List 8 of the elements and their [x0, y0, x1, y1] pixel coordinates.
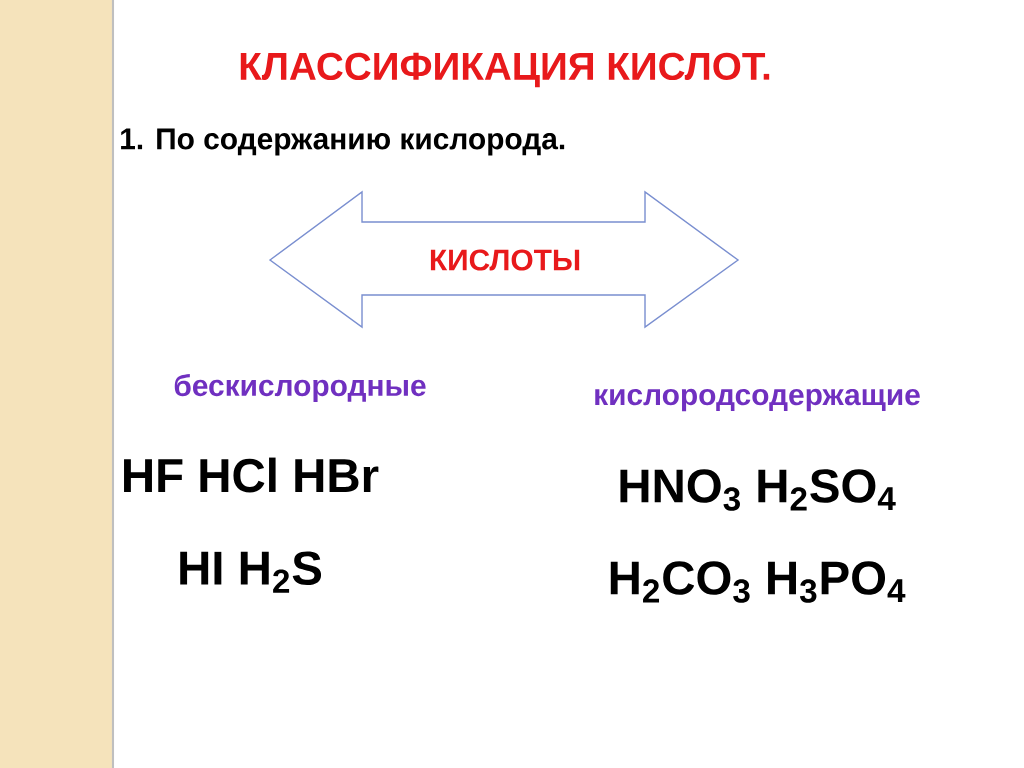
category-label: кислородсодержащие	[595, 388, 920, 412]
category-label: бескислородные	[174, 373, 426, 403]
title: КЛАССИФИКАЦИЯ КИСЛОТ.	[240, 52, 770, 88]
formula-list: HNO$_{3}$ H$_{2}$SO$_{4}$	[620, 469, 896, 511]
formula-list: H$_{2}$CO$_{3}$ H$_{3}$PO$_{4}$	[610, 561, 906, 603]
formula-list: HF HCl HBr	[124, 457, 379, 493]
subtitle: 1. По содержанию кислорода.	[121, 128, 565, 156]
formula-list: HI H$_{2}$S	[180, 551, 322, 593]
